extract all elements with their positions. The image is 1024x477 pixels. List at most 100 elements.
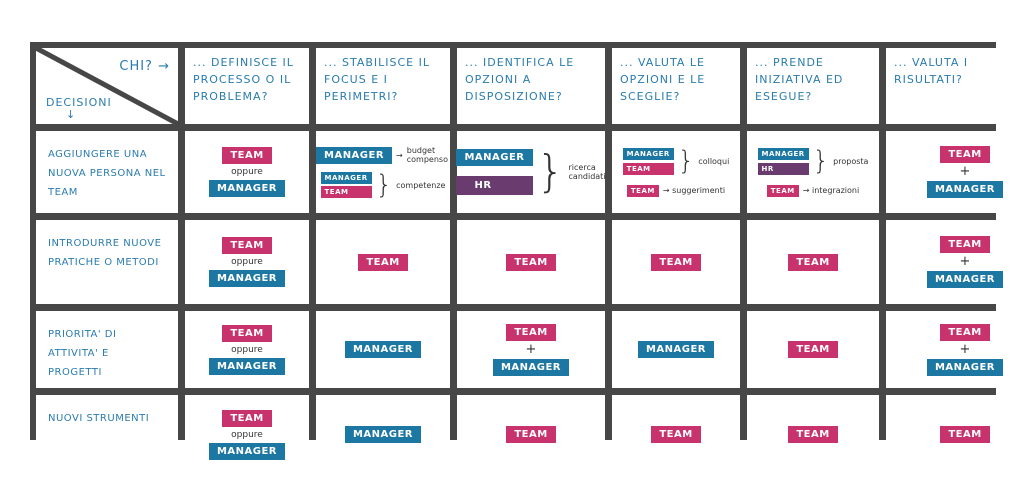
team-badge: TEAM xyxy=(940,426,990,443)
team-badge: TEAM xyxy=(506,323,556,341)
column-header: ... valuta i risultati? xyxy=(886,48,1024,124)
matrix-cell: TEAM+MANAGER xyxy=(457,311,605,388)
manager-badge: MANAGER xyxy=(208,442,286,460)
matrix-cell: TEAM+MANAGER xyxy=(886,311,1024,388)
matrix-cell: TEAM+MANAGER xyxy=(886,220,1024,304)
plus-sign: + xyxy=(959,341,971,357)
decisions-label: DECISIONI xyxy=(46,96,112,109)
team-badge: TEAM xyxy=(320,186,372,198)
manager-badge: MANAGER xyxy=(208,270,286,287)
row-label: Nuovi strumenti xyxy=(36,395,178,474)
row-label-text: Priorita' di attivita' e progetti xyxy=(48,329,117,378)
group-note: ricerca candidati xyxy=(568,163,606,181)
manager-badge: MANAGER xyxy=(316,146,393,164)
team-badge: TEAM xyxy=(788,426,838,443)
team-badge: TEAM xyxy=(222,324,272,342)
manager-badge: MANAGER xyxy=(208,180,286,197)
matrix-cell: MANAGER HR}ricerca candidati xyxy=(456,131,606,213)
team-badge: TEAM xyxy=(222,409,272,427)
hr-badge: HR xyxy=(456,176,533,195)
matrix-cell: TEAM+MANAGER xyxy=(886,131,1024,213)
badge-stack: MANAGER HR xyxy=(757,147,809,175)
down-arrow-icon: ↓ xyxy=(66,108,77,121)
focus-row: MANAGER→budget compenso xyxy=(316,146,450,164)
matrix-cell: MANAGER xyxy=(612,311,740,388)
team-badge: TEAM xyxy=(788,341,838,358)
matrix-cell: TEAM xyxy=(747,395,879,474)
team-badge: TEAM xyxy=(222,237,272,254)
matrix-cell: TEAM xyxy=(612,395,740,474)
brace-icon: } xyxy=(375,170,393,200)
row-label: Priorita' di attivita' e progetti xyxy=(36,311,178,388)
oppure-text: oppure xyxy=(231,344,263,355)
manager-badge: MANAGER xyxy=(926,358,1004,376)
hr-badge: HR xyxy=(757,162,809,175)
team-badge: TEAM xyxy=(622,162,674,175)
brace-icon: } xyxy=(536,146,565,197)
column-header-text: ... valuta le opzioni e le sceglie? xyxy=(620,56,706,103)
row-label-text: Nuovi strumenti xyxy=(48,413,150,424)
column-header-text: ... identifica le opzioni a disposizione… xyxy=(465,56,575,103)
manager-badge: MANAGER xyxy=(926,181,1004,198)
team-badge: TEAM xyxy=(940,236,990,253)
oppure-text: oppure xyxy=(231,167,263,177)
matrix-cell: TEAM xyxy=(747,220,879,304)
manager-badge: MANAGER xyxy=(344,341,422,358)
column-header: ... prende iniziativa ed esegue? xyxy=(747,48,879,124)
manager-badge: MANAGER xyxy=(757,147,809,160)
manager-badge: MANAGER xyxy=(344,426,422,443)
team-row: TEAM→ integrazioni xyxy=(766,184,860,197)
matrix-cell: TEAM xyxy=(612,220,740,304)
plus-sign: + xyxy=(959,254,971,269)
column-header: ... stabilisce il focus e i perimetri? xyxy=(316,48,450,124)
decision-matrix: CHI? → DECISIONI ↓ ... definisce il proc… xyxy=(30,42,1024,474)
matrix-cell: TEAM xyxy=(747,311,879,388)
matrix-cell: TEAM xyxy=(457,220,605,304)
badge-stack: MANAGER HR xyxy=(456,149,533,195)
column-header: ... valuta le opzioni e le sceglie? xyxy=(612,48,740,124)
team-row: TEAM→ suggerimenti xyxy=(626,184,726,197)
column-header-text: ... definisce il processo o il problema? xyxy=(193,56,294,103)
row-label-text: Aggiungere una nuova persona nel team xyxy=(48,149,166,198)
manager-badge: MANAGER xyxy=(320,172,372,184)
team-badge: TEAM xyxy=(788,253,838,271)
competence-row: MANAGER TEAM}competenze xyxy=(320,170,446,200)
group-note: proposta xyxy=(833,156,869,166)
team-badge: TEAM xyxy=(506,253,556,271)
row-label-text: Introdurre nuove pratiche o metodi xyxy=(48,238,162,268)
plus-sign: + xyxy=(959,164,971,179)
team-badge: TEAM xyxy=(766,184,799,197)
column-header: ... definisce il processo o il problema? xyxy=(185,48,309,124)
plus-sign: + xyxy=(525,341,537,357)
competence-note: competenze xyxy=(396,180,446,190)
team-note: → suggerimenti xyxy=(662,186,726,195)
team-badge: TEAM xyxy=(626,184,659,197)
group-note: colloqui xyxy=(698,156,730,166)
matrix-cell: TEAM xyxy=(316,220,450,304)
row-label: Aggiungere una nuova persona nel team xyxy=(36,131,178,213)
matrix-cell: MANAGER xyxy=(316,395,450,474)
who-label: CHI? → xyxy=(119,59,170,74)
diagonal-line xyxy=(36,48,178,124)
manager-badge: MANAGER xyxy=(492,358,570,376)
team-badge: TEAM xyxy=(940,323,990,341)
badge-stack: MANAGER TEAM xyxy=(320,172,372,198)
grouped-row: MANAGER HR}ricerca candidati xyxy=(456,146,606,197)
team-badge: TEAM xyxy=(506,426,556,443)
matrix-cell: TEAM xyxy=(886,395,1024,474)
matrix-cell: TEAM xyxy=(457,395,605,474)
manager-badge: MANAGER xyxy=(637,341,715,358)
manager-badge: MANAGER xyxy=(456,149,533,166)
row-label: Introdurre nuove pratiche o metodi xyxy=(36,220,178,304)
team-badge: TEAM xyxy=(358,253,408,271)
team-note: → integrazioni xyxy=(802,186,860,195)
team-badge: TEAM xyxy=(651,426,701,443)
